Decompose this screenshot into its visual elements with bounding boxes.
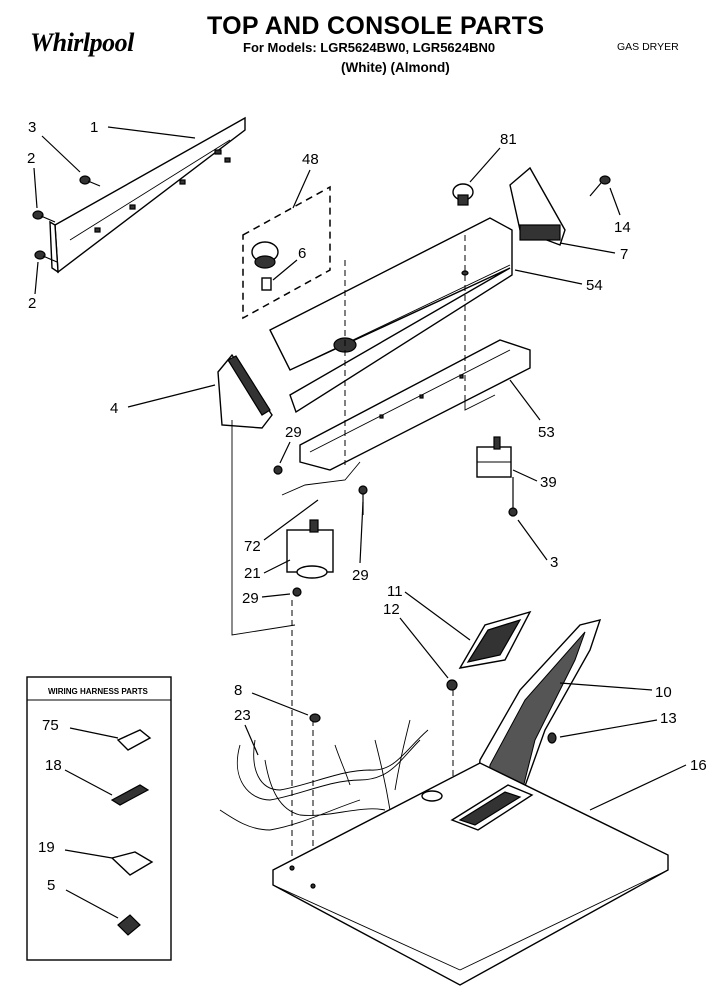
callout-72: 72 <box>244 538 261 555</box>
callout-29-middle: 29 <box>352 567 369 584</box>
screw-switch <box>508 477 518 517</box>
callout-12: 12 <box>383 601 400 618</box>
callout-53: 53 <box>538 424 555 441</box>
callout-5: 5 <box>47 877 55 894</box>
callout-81: 81 <box>500 131 517 148</box>
callout-2-upper: 2 <box>27 150 35 167</box>
part-control-console <box>269 217 513 414</box>
part-rear-panel <box>49 116 246 274</box>
part-end-cap-left <box>217 353 273 429</box>
callout-3-top: 3 <box>28 119 36 136</box>
callout-21: 21 <box>244 565 261 582</box>
part-wiring-harness <box>219 713 429 831</box>
callout-13: 13 <box>660 710 677 727</box>
inset-title: WIRING HARNESS PARTS <box>48 687 149 696</box>
callout-6: 6 <box>298 245 306 262</box>
callout-11: 11 <box>387 583 403 600</box>
callout-29-lower: 29 <box>242 590 259 607</box>
callout-23: 23 <box>234 707 251 724</box>
model-colors: (White) (Almond) <box>341 60 450 75</box>
assembly-lines <box>231 235 466 885</box>
callout-19: 19 <box>38 839 55 856</box>
callout-75: 75 <box>42 717 59 734</box>
whirlpool-logo: Whirlpool <box>30 28 134 57</box>
part-dryer-top <box>272 762 669 986</box>
callout-4: 4 <box>110 400 118 417</box>
callout-29-upper: 29 <box>285 424 302 441</box>
model-numbers: For Models: LGR5624BW0, LGR5624BN0 <box>243 40 496 55</box>
callout-14: 14 <box>614 219 631 236</box>
callout-3-bottom: 3 <box>550 554 558 571</box>
callout-7: 7 <box>620 246 628 263</box>
part-console-bracket <box>299 339 531 471</box>
page-title: TOP AND CONSOLE PARTS <box>207 12 545 40</box>
part-knob <box>452 183 474 206</box>
part-selector-switch <box>476 436 512 478</box>
callout-10: 10 <box>655 684 672 701</box>
callout-16: 16 <box>690 757 707 774</box>
knob-kit-box <box>242 185 331 320</box>
callout-2-lower: 2 <box>28 295 36 312</box>
callout-8: 8 <box>234 682 242 699</box>
wiring-harness-inset: WIRING HARNESS PARTS 75 18 19 5 <box>26 676 172 961</box>
screw-parts-left <box>32 175 101 263</box>
callout-1: 1 <box>90 119 98 136</box>
callout-18: 18 <box>45 757 62 774</box>
callout-39: 39 <box>540 474 557 491</box>
callout-54: 54 <box>586 277 603 294</box>
product-type: GAS DRYER <box>617 41 679 53</box>
part-timer <box>273 461 368 597</box>
callout-48: 48 <box>302 151 319 168</box>
callouts: 1 3 2 2 48 6 81 14 7 54 4 29 53 39 3 72 … <box>27 119 707 811</box>
part-end-cap-right <box>509 166 611 246</box>
